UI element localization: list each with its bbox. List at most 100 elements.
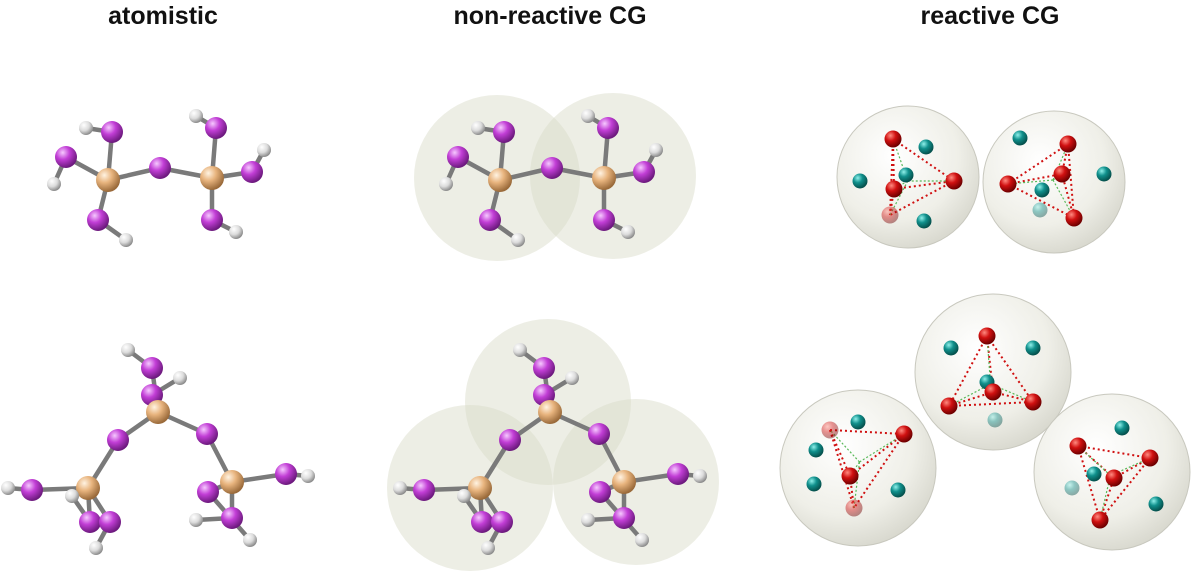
silicon-atom bbox=[146, 400, 170, 424]
teal-site bbox=[850, 414, 866, 430]
oxygen-atom bbox=[21, 479, 43, 501]
hydrogen-atom bbox=[89, 541, 103, 555]
oxygen-atom bbox=[107, 429, 129, 451]
hydrogen-atom bbox=[301, 469, 315, 483]
oxygen-atom bbox=[613, 507, 635, 529]
silicon-atom bbox=[468, 476, 492, 500]
reactive-edge bbox=[1099, 457, 1151, 521]
reactive-edge bbox=[892, 138, 955, 182]
oxygen-atom bbox=[275, 463, 297, 485]
hydrogen-atom bbox=[581, 109, 595, 123]
reactive-edge bbox=[889, 180, 955, 216]
reactive-cg-bead bbox=[982, 110, 1126, 254]
reactive-edge bbox=[829, 429, 855, 509]
teal-site bbox=[890, 482, 906, 498]
hydrogen-atom bbox=[471, 121, 485, 135]
hydrogen-atom bbox=[1, 481, 15, 495]
reactive-cg-dimer bbox=[836, 105, 1126, 254]
hydrogen-atom bbox=[621, 225, 635, 239]
oxygen-atom bbox=[221, 507, 243, 529]
reactive-cg-bead bbox=[836, 105, 980, 249]
oxygen-atom bbox=[493, 121, 515, 143]
red-site bbox=[885, 180, 903, 198]
red-site bbox=[984, 383, 1002, 401]
reactive-edge bbox=[1007, 173, 1063, 185]
teal-site bbox=[916, 213, 932, 229]
silicon-atom bbox=[220, 470, 244, 494]
teal-site bbox=[1032, 202, 1048, 218]
red-site bbox=[1141, 449, 1159, 467]
oxygen-atom bbox=[101, 121, 123, 143]
teal-site bbox=[808, 442, 824, 458]
hydrogen-atom bbox=[257, 143, 271, 157]
hydrogen-atom bbox=[243, 533, 257, 547]
hydrogen-atom bbox=[649, 143, 663, 157]
hydrogen-atom bbox=[119, 233, 133, 247]
oxygen-atom bbox=[79, 511, 101, 533]
oxygen-atom bbox=[597, 117, 619, 139]
red-site bbox=[895, 425, 913, 443]
oxygen-atom bbox=[533, 357, 555, 379]
red-site bbox=[1065, 209, 1083, 227]
teal-site bbox=[1025, 340, 1041, 356]
hydrogen-atom bbox=[65, 489, 79, 503]
oxygen-atom bbox=[541, 157, 563, 179]
hydrogen-atom bbox=[189, 109, 203, 123]
teal-site bbox=[943, 340, 959, 356]
oxygen-atom bbox=[201, 209, 223, 231]
oxygen-atom bbox=[241, 161, 263, 183]
teal-site bbox=[1114, 420, 1130, 436]
reactive-cg-header: reactive CG bbox=[920, 2, 1060, 30]
teal-site bbox=[987, 412, 1003, 428]
reactive-edge bbox=[1077, 445, 1151, 459]
reactive-cg-bead bbox=[1033, 393, 1191, 551]
red-site bbox=[1105, 469, 1123, 487]
reactive-cg-bead bbox=[779, 389, 937, 547]
oxygen-atom bbox=[471, 511, 493, 533]
oxygen-atom bbox=[205, 117, 227, 139]
oxygen-atom bbox=[589, 481, 611, 503]
hydrogen-atom bbox=[511, 233, 525, 247]
reactive-edge bbox=[849, 433, 905, 477]
hydrogen-atom bbox=[189, 513, 203, 527]
hydrogen-atom bbox=[581, 513, 595, 527]
oxygen-atom bbox=[447, 146, 469, 168]
hydrogen-atom bbox=[47, 177, 61, 191]
hydrogen-atom bbox=[393, 481, 407, 495]
cg-bead bbox=[779, 389, 937, 547]
teal-site bbox=[852, 173, 868, 189]
reactive-cg-bead bbox=[914, 293, 1072, 451]
teal-site bbox=[918, 139, 934, 155]
oxygen-atom bbox=[593, 209, 615, 231]
hydrogen-atom bbox=[693, 469, 707, 483]
reactive-edge bbox=[1007, 183, 1075, 219]
hydrogen-atom bbox=[439, 177, 453, 191]
red-site bbox=[940, 397, 958, 415]
hydrogen-atom bbox=[79, 121, 93, 135]
silicon-atom bbox=[612, 470, 636, 494]
hydrogen-atom bbox=[565, 371, 579, 385]
atomistic-dimer bbox=[47, 109, 271, 247]
red-site bbox=[1091, 511, 1109, 529]
oxygen-atom bbox=[499, 429, 521, 451]
red-site bbox=[945, 172, 963, 190]
hydrogen-atom bbox=[457, 489, 471, 503]
teal-site bbox=[1096, 166, 1112, 182]
oxygen-atom bbox=[149, 157, 171, 179]
hydrogen-atom bbox=[173, 371, 187, 385]
red-site bbox=[881, 206, 899, 224]
silicon-atom bbox=[76, 476, 100, 500]
red-site bbox=[884, 130, 902, 148]
oxygen-atom bbox=[197, 481, 219, 503]
reactive-edge bbox=[893, 180, 955, 190]
oxygen-atom bbox=[55, 146, 77, 168]
silicon-atom bbox=[96, 168, 120, 192]
teal-site bbox=[806, 476, 822, 492]
red-site bbox=[1024, 393, 1042, 411]
atomistic-header: atomistic bbox=[108, 2, 218, 30]
red-site bbox=[821, 421, 839, 439]
reactive-edge bbox=[986, 335, 1034, 403]
teal-site bbox=[1064, 480, 1080, 496]
oxygen-atom bbox=[633, 161, 655, 183]
oxygen-atom bbox=[196, 423, 218, 445]
